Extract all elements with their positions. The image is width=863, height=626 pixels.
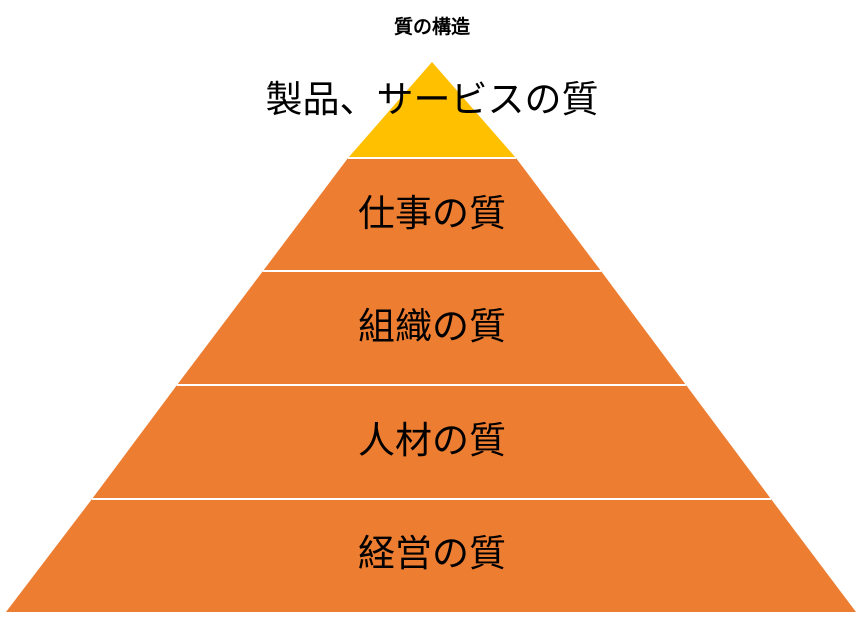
tier-label-product-service-quality: 製品、サービスの質 (266, 78, 599, 121)
tier-label-organization-quality: 組織の質 (358, 305, 506, 348)
tier-label-work-quality: 仕事の質 (358, 192, 506, 235)
tier-label-talent-quality: 人材の質 (358, 419, 506, 462)
tier-talent-quality (92, 385, 771, 499)
tier-work-quality (263, 158, 601, 271)
tier-label-management-quality: 経営の質 (358, 532, 506, 575)
tier-management-quality (6, 499, 856, 612)
diagram-title: 質の構造 (394, 15, 471, 38)
tier-organization-quality (177, 271, 686, 385)
tier-top-product-service-quality (348, 62, 516, 158)
